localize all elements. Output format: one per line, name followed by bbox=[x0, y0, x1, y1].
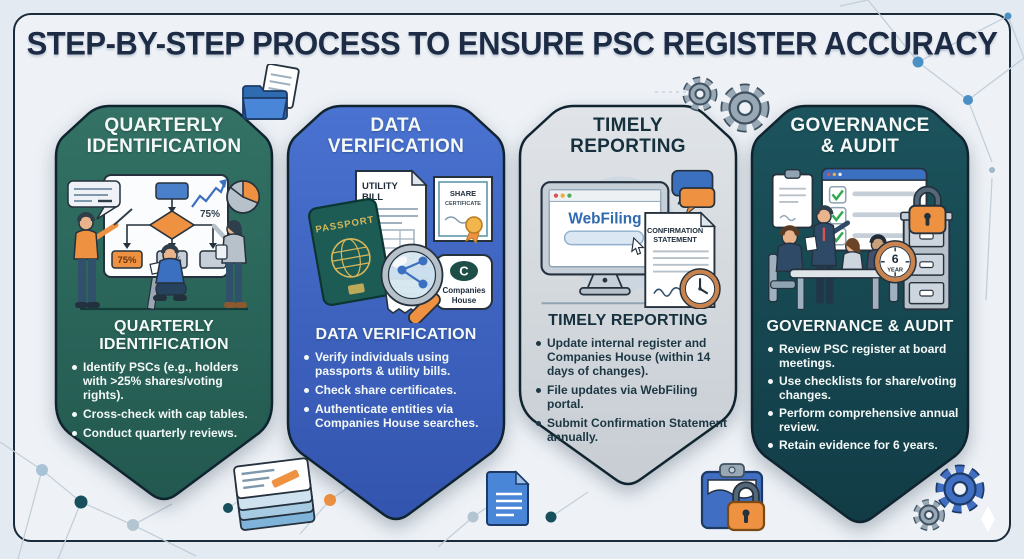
governance-audit-illustration: 6 YEAR bbox=[768, 167, 953, 311]
trend-chart-icon: 75% bbox=[191, 178, 227, 220]
process-steps: QUARTERLY IDENTIFICATION bbox=[50, 100, 974, 528]
bullet-item: File updates via WebFiling portal. bbox=[536, 383, 728, 411]
person-presenter bbox=[73, 208, 133, 308]
document-icon bbox=[486, 470, 530, 526]
gears-icon bbox=[682, 76, 770, 133]
bullet-item: Check share certificates. bbox=[304, 383, 496, 397]
step-panel-governance-audit: GOVERNANCE & AUDIT bbox=[746, 100, 974, 528]
utility-bill-label-2: BILL bbox=[362, 192, 383, 203]
retention-years-number: 6 bbox=[892, 252, 899, 266]
bullet-item: Identify PSCs (e.g., holders with >25% s… bbox=[72, 360, 264, 402]
bullet-item: Verify individuals using passports & uti… bbox=[304, 350, 496, 378]
clock-icon bbox=[679, 268, 721, 309]
step-heading: GOVERNANCE & AUDIT bbox=[746, 115, 974, 158]
bullet-item: Cross-check with cap tables. bbox=[72, 407, 264, 421]
step-heading-line: GOVERNANCE bbox=[790, 115, 930, 136]
step-section-title: DATA VERIFICATION bbox=[315, 325, 477, 343]
person-with-tablet bbox=[211, 219, 247, 308]
bullet-item: Submit Confirmation Statement annually. bbox=[536, 416, 728, 444]
signature bbox=[653, 287, 685, 297]
step-section-title: GOVERNANCE & AUDIT bbox=[766, 317, 954, 335]
companies-house-label-2: House bbox=[452, 296, 477, 305]
magnifier-icon bbox=[380, 243, 444, 323]
step-bullets: Review PSC register at board meetings. U… bbox=[746, 342, 974, 452]
step-bullets: Update internal register and Companies H… bbox=[514, 336, 742, 444]
companies-house-logo bbox=[450, 260, 478, 281]
person-crouching bbox=[149, 243, 187, 301]
bullet-item: Use checklists for share/voting changes. bbox=[768, 374, 960, 402]
step-panel-quarterly-identification: QUARTERLY IDENTIFICATION bbox=[50, 100, 278, 505]
step-heading: QUARTERLY IDENTIFICATION bbox=[50, 115, 278, 158]
bullet-item: Perform comprehensive annual review. bbox=[768, 406, 960, 434]
folder-document-icon bbox=[242, 64, 300, 120]
flowchart-box1-label: 75% bbox=[117, 255, 137, 266]
papers-stack-icon bbox=[233, 457, 316, 531]
cursor-icon bbox=[631, 236, 645, 255]
search-bar bbox=[563, 230, 645, 246]
network-node-dots bbox=[36, 12, 1012, 532]
meeting-table bbox=[788, 268, 888, 279]
step-section-title: TIMELY REPORTING bbox=[548, 311, 708, 329]
companies-house-badge: C Companies House bbox=[435, 253, 493, 310]
speech-bubble-icon bbox=[67, 180, 121, 220]
step-panel-data-verification: DATA VERIFICATION UTILITY BILL bbox=[282, 100, 510, 525]
companies-house-label-1: Companies bbox=[442, 286, 486, 295]
step-heading: TIMELY REPORTING bbox=[514, 115, 742, 158]
gears-blue-icon bbox=[913, 464, 985, 531]
bullet-item: Update internal register and Companies H… bbox=[536, 336, 728, 378]
step-heading-line: & AUDIT bbox=[820, 136, 900, 158]
retention-years-unit: YEAR bbox=[887, 267, 903, 273]
step-heading-line: IDENTIFICATION bbox=[86, 136, 242, 158]
step-bullets: Identify PSCs (e.g., holders with >25% s… bbox=[50, 360, 278, 440]
bullet-item: Authenticate entities via Companies Hous… bbox=[304, 402, 496, 430]
chat-bubbles-icon bbox=[671, 169, 716, 217]
monitor-icon: WebFiling bbox=[540, 181, 670, 296]
bullet-item: Review PSC register at board meetings. bbox=[768, 342, 960, 370]
clipboard-icon bbox=[771, 168, 814, 229]
step-heading-line: DATA bbox=[370, 115, 422, 136]
confirmation-label-1: CONFIRMATION bbox=[647, 226, 703, 235]
step-heading-line: TIMELY bbox=[593, 115, 663, 136]
utility-bill-label-1: UTILITY bbox=[362, 181, 399, 192]
share-certificate-label-2: CERTIFICATE bbox=[445, 201, 481, 207]
companies-house-logo-letter: C bbox=[459, 263, 469, 278]
step-heading-line: REPORTING bbox=[570, 136, 686, 158]
step-section-title: QUARTERLY IDENTIFICATION bbox=[99, 317, 229, 353]
passport-icon: PASSPORT bbox=[308, 197, 392, 306]
share-certificate-icon: SHARE CERTIFICATE bbox=[433, 175, 493, 244]
padlock-icon bbox=[908, 185, 947, 235]
retention-clock-badge: 6 YEAR bbox=[873, 240, 917, 284]
bullet-item: Conduct quarterly reviews. bbox=[72, 426, 264, 440]
page-title: STEP-BY-STEP PROCESS TO ENSURE PSC REGIS… bbox=[26, 24, 998, 63]
trend-label: 75% bbox=[200, 209, 220, 220]
step-heading-line: QUARTERLY bbox=[104, 115, 224, 136]
bullet-item: Retain evidence for 6 years. bbox=[768, 438, 960, 452]
timely-reporting-illustration: WebFiling bbox=[540, 169, 721, 309]
step-heading: DATA VERIFICATION bbox=[282, 115, 510, 158]
quarterly-identification-illustration: 75% 75% 75% bbox=[67, 173, 260, 311]
share-certificate-label-1: SHARE bbox=[450, 189, 476, 198]
step-heading-line: VERIFICATION bbox=[327, 136, 465, 158]
confirmation-label-2: STATEMENT bbox=[653, 235, 697, 244]
clipboard-lock-icon bbox=[700, 463, 766, 532]
step-panel-timely-reporting: TIMELY REPORTING bbox=[514, 100, 742, 490]
data-verification-illustration: UTILITY BILL bbox=[308, 169, 493, 323]
step-bullets: Verify individuals using passports & uti… bbox=[282, 350, 510, 430]
webfiling-label: WebFiling bbox=[568, 210, 641, 227]
pie-chart-icon bbox=[226, 180, 260, 214]
